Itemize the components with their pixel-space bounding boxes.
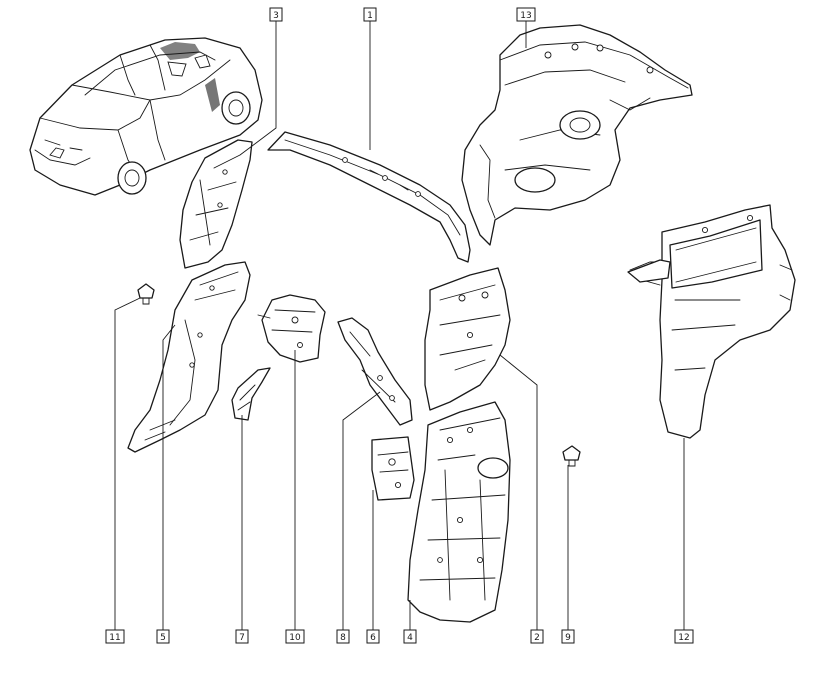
- part-6-plate: [371, 436, 415, 501]
- callout-5: 5: [156, 629, 170, 644]
- callout-1: 1: [363, 7, 377, 22]
- part-1-roof-rail: [267, 131, 471, 263]
- callout-8-text: 8: [340, 633, 346, 643]
- callout-11-text: 11: [109, 633, 120, 643]
- callout-13-text: 13: [520, 11, 531, 21]
- callout-4-text: 4: [407, 633, 413, 643]
- callout-5-text: 5: [160, 633, 166, 643]
- callout-2-text: 2: [534, 633, 540, 643]
- callout-10-text: 10: [289, 633, 301, 643]
- part-13-rear-arch-assembly: [461, 24, 693, 246]
- part-7-bracket: [231, 367, 271, 421]
- callout-3-text: 3: [273, 11, 279, 21]
- callout-6: 6: [366, 629, 380, 644]
- callout-2: 2: [530, 629, 544, 644]
- callout-1-text: 1: [367, 11, 373, 21]
- part-4-lower-panel: [407, 401, 511, 623]
- callout-3: 3: [269, 7, 283, 22]
- car-overview-illustration: [29, 37, 263, 196]
- part-12-rear-quarter-panel: [627, 204, 796, 439]
- part-2-pillar-panel: [424, 267, 511, 411]
- callout-12-text: 12: [678, 633, 689, 643]
- callout-10: 10: [285, 629, 305, 644]
- callout-11: 11: [105, 629, 125, 644]
- callout-4: 4: [403, 629, 417, 644]
- callout-7: 7: [235, 629, 249, 644]
- callout-6-text: 6: [370, 633, 376, 643]
- callout-12: 12: [674, 629, 694, 644]
- part-5-side-inner-panel: [127, 261, 251, 453]
- callout-13: 13: [516, 7, 536, 22]
- part-8-bracket: [337, 317, 413, 426]
- part-11-clip: [137, 283, 155, 305]
- leader-lines: [114, 20, 685, 630]
- part-9-clip: [562, 445, 581, 467]
- callout-9: 9: [561, 629, 575, 644]
- part-10-bracket: [257, 294, 326, 363]
- part-3-upper-side-panel: [179, 139, 253, 269]
- callout-9-text: 9: [565, 633, 571, 643]
- callout-8: 8: [336, 629, 350, 644]
- callout-7-text: 7: [239, 633, 245, 643]
